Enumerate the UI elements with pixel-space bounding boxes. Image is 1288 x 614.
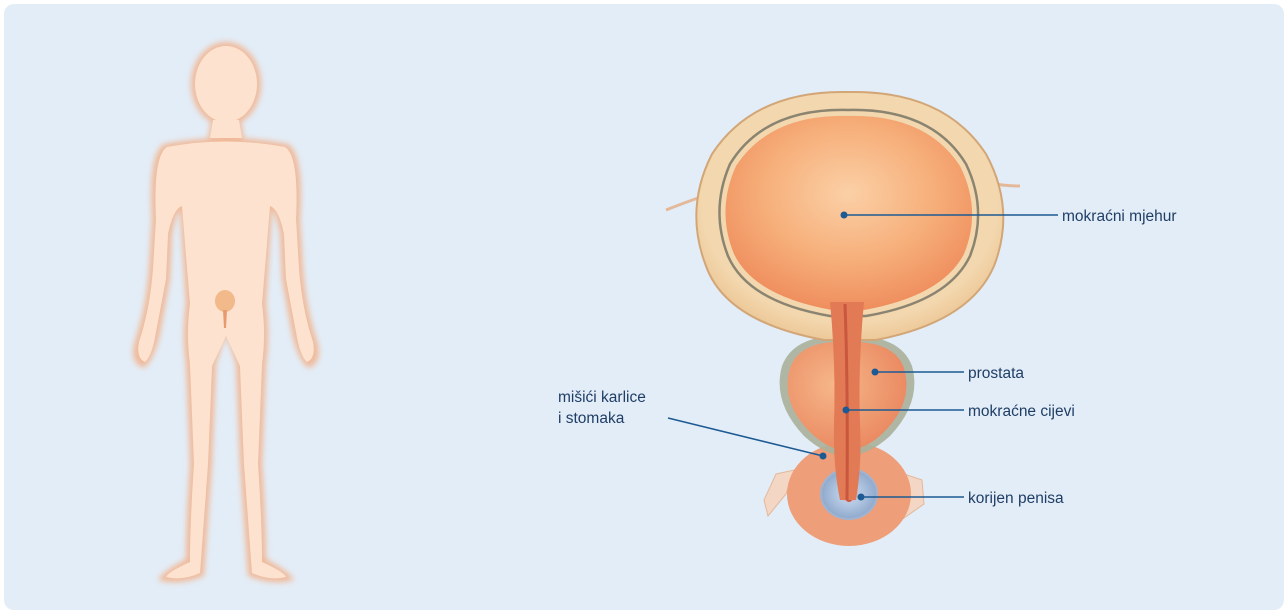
pelvic-muscles-pointer-dot	[820, 453, 827, 460]
bladder-prostate-illustration	[666, 92, 1020, 546]
pelvic-organ-marker	[215, 290, 235, 312]
penis-root-label: korijen penisa	[968, 490, 1064, 507]
urethra-label: mokraćne cijevi	[968, 403, 1075, 420]
pelvic-muscles-label-line1: mišići karlice	[558, 389, 646, 406]
human-body-figure	[133, 42, 319, 582]
prostate-label: prostata	[968, 365, 1024, 382]
diagram-panel: mokraćni mjehur prostata mokraćne cijevi…	[4, 4, 1284, 610]
bladder-label: mokraćni mjehur	[1062, 208, 1177, 225]
pelvic-muscles-label-line2: i stomaka	[558, 410, 625, 427]
anatomy-diagram: mokraćni mjehur prostata mokraćne cijevi…	[4, 4, 1284, 610]
